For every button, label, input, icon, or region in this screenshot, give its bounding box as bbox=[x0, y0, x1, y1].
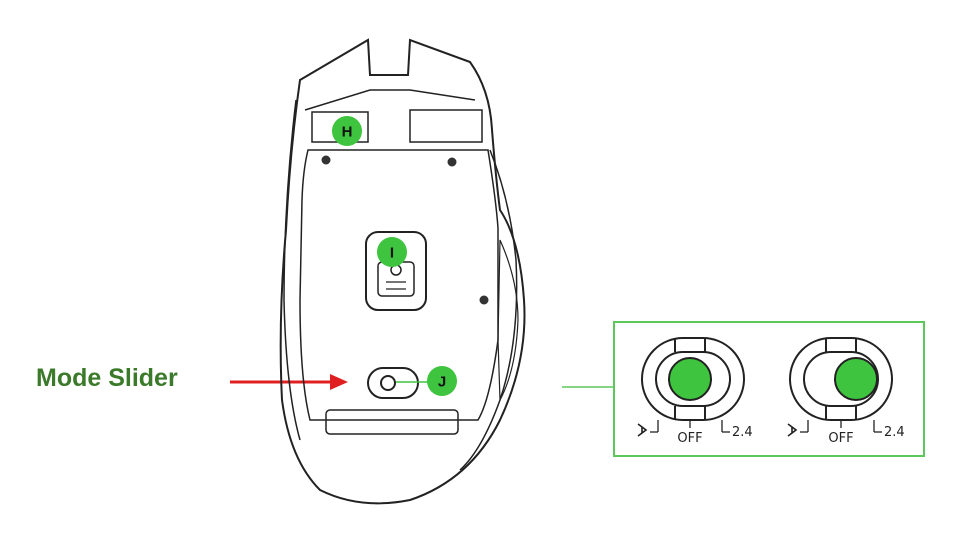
off-label-right: OFF bbox=[828, 431, 853, 446]
wireless-label-left: 2.4 bbox=[732, 425, 753, 440]
left-side-rail bbox=[283, 99, 301, 441]
svg-text:J: J bbox=[438, 374, 446, 391]
mode-slider-housing bbox=[367, 367, 419, 399]
bluetooth-icon bbox=[637, 423, 648, 437]
svg-text:I: I bbox=[390, 245, 394, 262]
screws bbox=[321, 155, 489, 305]
slider-state-left bbox=[641, 337, 745, 433]
mouse-feet-top-right bbox=[409, 109, 483, 143]
screw-top-right bbox=[447, 157, 457, 167]
screw-right bbox=[479, 295, 489, 305]
base-plate bbox=[299, 149, 499, 421]
bluetooth-icon bbox=[787, 423, 798, 437]
slider-knob-right bbox=[834, 357, 878, 401]
mouse-feet-bottom bbox=[325, 409, 459, 435]
mode-slider-knob bbox=[380, 375, 396, 391]
top-rail bbox=[304, 89, 476, 111]
marker-h: H bbox=[332, 116, 362, 146]
mode-slider-caption: Mode Slider bbox=[36, 364, 178, 392]
right-side-rail bbox=[459, 149, 518, 471]
screw-top-left bbox=[321, 155, 331, 165]
sensor-window bbox=[377, 261, 415, 297]
slider-state-right bbox=[789, 337, 893, 433]
wireless-label-right: 2.4 bbox=[884, 425, 905, 440]
right-grip bbox=[497, 239, 519, 403]
svg-text:H: H bbox=[342, 124, 353, 141]
mouse-underside bbox=[279, 38, 526, 505]
mode-slider-inset bbox=[613, 321, 925, 457]
sensor-housing bbox=[365, 231, 427, 311]
marker-j: J bbox=[427, 366, 457, 396]
off-label-left: OFF bbox=[677, 431, 702, 446]
slider-knob-left bbox=[668, 357, 712, 401]
marker-i: I bbox=[377, 237, 407, 267]
